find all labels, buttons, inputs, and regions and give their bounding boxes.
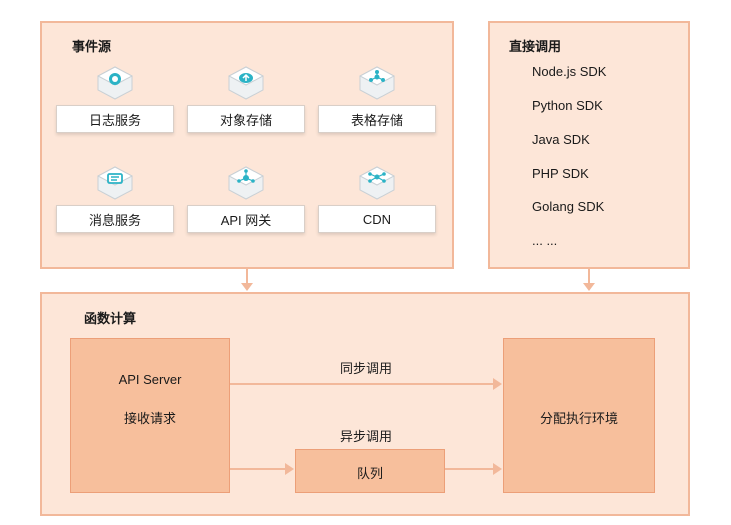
message-service-icon (97, 166, 133, 200)
sdk-python: Python SDK (532, 98, 603, 113)
sdk-php: PHP SDK (532, 166, 589, 181)
api-server-sublabel: 接收请求 (123, 411, 176, 426)
arrowhead (285, 463, 294, 475)
api-gateway-icon (228, 166, 264, 200)
sdk-nodejs: Node.js SDK (532, 64, 607, 79)
arrowhead (241, 283, 253, 291)
source-label: 消息服务 (56, 205, 174, 233)
source-label: API 网关 (187, 205, 305, 233)
source-cdn: CDN (318, 166, 436, 236)
source-label: 表格存储 (318, 105, 436, 133)
table-storage-icon (359, 66, 395, 100)
api-server-label: API Server (118, 372, 182, 387)
api-server-box (70, 338, 230, 493)
source-label: CDN (318, 205, 436, 233)
event-source-title: 事件源 (72, 39, 112, 54)
object-storage-icon (228, 66, 264, 100)
executor-box (503, 338, 655, 493)
log-service-icon (97, 66, 133, 100)
source-label: 日志服务 (56, 105, 174, 133)
queue-label: 队列 (356, 466, 383, 481)
source-label: 对象存储 (187, 105, 305, 133)
cdn-icon (359, 166, 395, 200)
direct-invoke-panel: 直接调用 (488, 21, 690, 269)
sdk-more: ... ... (532, 233, 558, 248)
function-compute-title: 函数计算 (84, 311, 137, 326)
executor-label: 分配执行环境 (539, 411, 618, 426)
async-call-label: 异步调用 (340, 429, 393, 444)
source-message-service: 消息服务 (56, 166, 174, 236)
arrowhead (583, 283, 595, 291)
queue-box (295, 449, 445, 493)
source-api-gateway: API 网关 (187, 166, 305, 236)
sync-call-label: 同步调用 (340, 361, 393, 376)
source-object-storage: 对象存储 (187, 66, 305, 136)
direct-invoke-title: 直接调用 (509, 39, 562, 54)
sdk-java: Java SDK (532, 132, 590, 147)
arrowhead (493, 463, 502, 475)
source-table-storage: 表格存储 (318, 66, 436, 136)
source-log-service: 日志服务 (56, 66, 174, 136)
arrowhead (493, 378, 502, 390)
sdk-golang: Golang SDK (532, 199, 605, 214)
